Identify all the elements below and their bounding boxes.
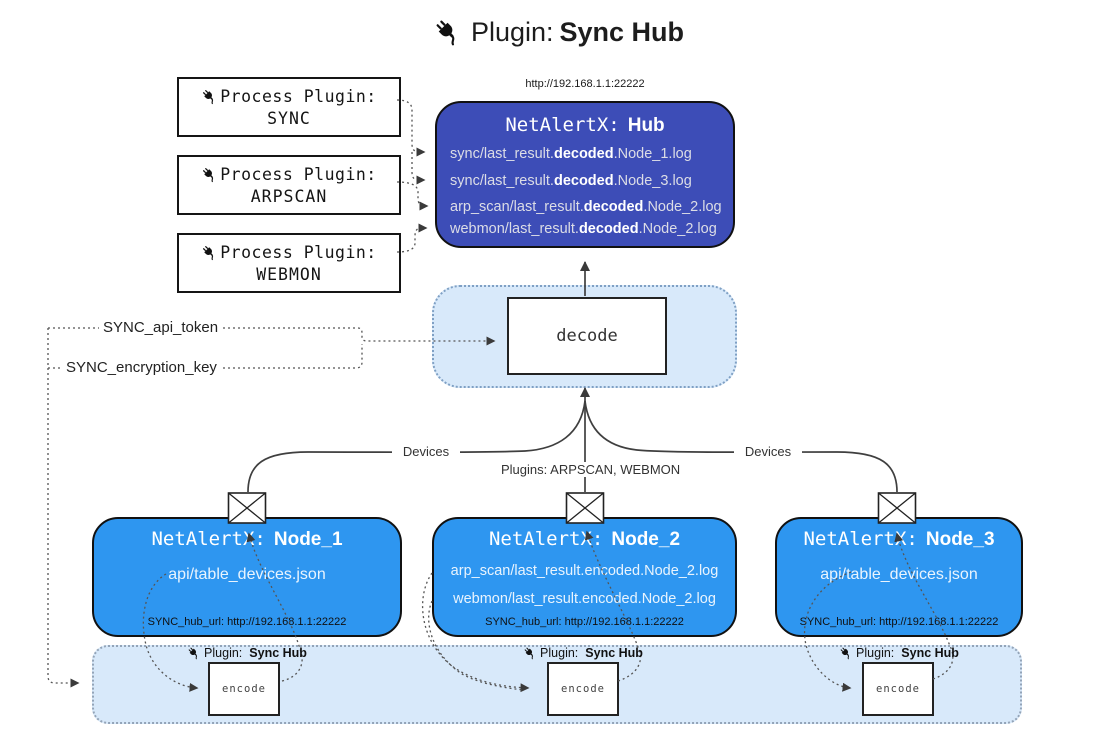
page-title-prefix: Plugin: (470, 16, 554, 47)
node-file: arp_scan/last_result.encoded.Node_2.log (450, 563, 719, 579)
encode-box-3: encode (862, 662, 934, 716)
hub-box: NetAlertX: Hub sync/last_result.decoded.N… (435, 101, 735, 248)
process-plugin-arpscan-box: Process Plugin: ARPSCAN (177, 155, 401, 215)
node-hub-url: SYNC_hub_url: http://192.168.1.1:22222 (799, 616, 999, 628)
node-title: NetAlertX:Node_3 (803, 528, 995, 550)
plug-icon (201, 243, 218, 261)
plug-icon (523, 646, 537, 660)
node-file: api/table_devices.json (820, 566, 978, 583)
process-plugin-name: ARPSCAN (250, 186, 328, 206)
encoder-plugin-label: Plugin:Sync Hub (187, 645, 307, 661)
process-plugin-name: WEBMON (256, 264, 322, 284)
hub-log-line: webmon/last_result.decoded.Node_2.log (450, 221, 717, 237)
sync-api-token-label: SYNC_api_token (99, 319, 223, 336)
hub-title: NetAlertX: Hub (437, 114, 733, 137)
node-1-box: NetAlertX:Node_1 api/table_devices.json … (92, 517, 402, 637)
node-hub-url: SYNC_hub_url: http://192.168.1.1:22222 (147, 616, 347, 628)
process-plugin-name: SYNC (267, 108, 311, 128)
process-plugin-sync-box: Process Plugin: SYNC (177, 77, 401, 137)
node-file: api/table_devices.json (168, 566, 326, 583)
hub-log-line: sync/last_result.decoded.Node_3.log (450, 173, 692, 189)
plug-icon (187, 646, 201, 660)
plug-icon (433, 17, 463, 47)
process-plugin-label: Process Plugin: (220, 242, 377, 262)
page-title-name: Sync Hub (559, 16, 685, 47)
hub-url-label: http://192.168.1.1:22222 (525, 78, 645, 90)
node-title: NetAlertX:Node_2 (488, 528, 681, 550)
node-2-box: NetAlertX:Node_2 arp_scan/last_result.en… (432, 517, 737, 637)
node-file: webmon/last_result.encoded.Node_2.log (453, 591, 716, 607)
sync-encryption-key-label: SYNC_encryption_key (62, 359, 221, 376)
plug-icon (201, 87, 218, 105)
hub-log-line: arp_scan/last_result.decoded.Node_2.log (450, 199, 722, 215)
process-plugin-label: Process Plugin: (220, 86, 377, 106)
encode-box-1: encode (208, 662, 280, 716)
node-hub-url: SYNC_hub_url: http://192.168.1.1:22222 (485, 616, 684, 628)
devices-right-label: Devices (734, 444, 802, 459)
hub-log-line: sync/last_result.decoded.Node_1.log (450, 146, 692, 162)
plug-icon (839, 646, 853, 660)
encode-box-2: encode (547, 662, 619, 716)
node-3-box: NetAlertX:Node_3 api/table_devices.json … (775, 517, 1023, 637)
process-plugin-label: Process Plugin: (220, 164, 377, 184)
encoder-plugin-label: Plugin:Sync Hub (523, 645, 643, 661)
hub-title-name: Hub (627, 115, 665, 136)
plug-icon (201, 165, 218, 183)
process-plugin-webmon-box: Process Plugin: WEBMON (177, 233, 401, 293)
hub-title-prefix: NetAlertX: (505, 114, 620, 136)
plugins-edge-label: Plugins: ARPSCAN, WEBMON (498, 462, 680, 477)
encoder-plugin-label: Plugin:Sync Hub (839, 645, 959, 661)
node-title: NetAlertX:Node_1 (151, 528, 343, 550)
page-title: Plugin: Sync Hub (0, 12, 1117, 52)
decode-box: decode (507, 297, 667, 375)
devices-left-label: Devices (392, 444, 460, 459)
